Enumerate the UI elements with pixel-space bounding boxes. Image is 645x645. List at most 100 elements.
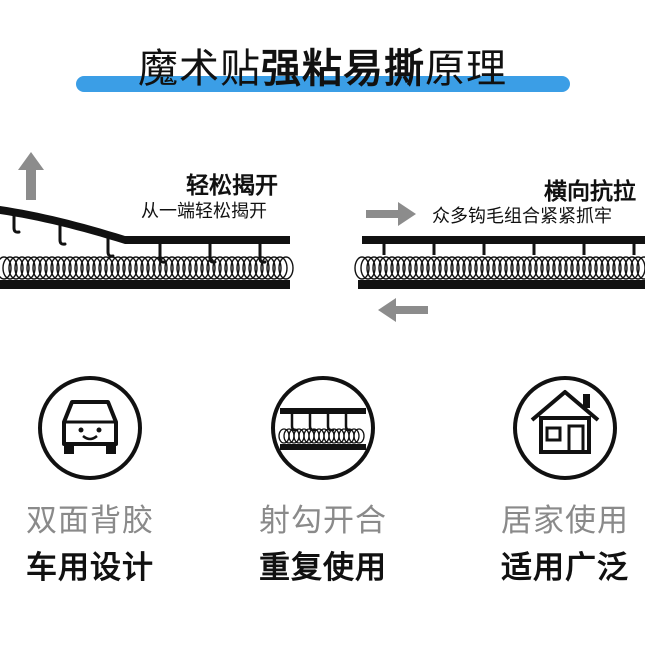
loop-fiber <box>2 256 18 280</box>
loop-fiber <box>224 256 240 280</box>
feature-car: 双面背胶 车用设计 <box>0 495 190 587</box>
loop-fiber <box>486 256 502 280</box>
loop-fiber <box>200 256 216 280</box>
loop-fiber <box>402 256 418 280</box>
loop-fiber <box>408 256 424 280</box>
loop-fiber <box>540 256 556 280</box>
loop-fiber <box>98 256 114 280</box>
loop-fiber <box>372 256 388 280</box>
loop-fiber <box>38 256 54 280</box>
loop-fiber <box>534 256 550 280</box>
loop-strip-left <box>0 255 294 289</box>
loop-fiber <box>278 256 294 280</box>
feature-reuse-line1: 射勾开合 <box>259 503 387 539</box>
loop-fiber <box>432 256 448 280</box>
loop-fiber <box>128 256 144 280</box>
loop-fiber <box>44 256 60 280</box>
loop-fiber <box>522 256 538 280</box>
loop-fiber <box>588 256 604 280</box>
loop-fiber <box>254 256 270 280</box>
loop-fiber <box>32 256 48 280</box>
hook-strip-right <box>362 236 645 244</box>
title-part-1: 魔术贴 <box>138 46 261 92</box>
loop-fiber <box>266 256 282 280</box>
loop-fiber <box>260 256 276 280</box>
feature-reuse: 射勾开合 重复使用 <box>223 495 423 587</box>
loop-fiber <box>612 256 628 280</box>
loop-fiber <box>212 256 228 280</box>
hook-fiber <box>106 236 115 258</box>
loop-fiber <box>462 256 478 280</box>
loop-fiber <box>158 256 174 280</box>
loop-fiber <box>378 256 394 280</box>
loop-fiber <box>456 256 472 280</box>
loop-fiber <box>14 256 30 280</box>
loop-fiber <box>56 256 72 280</box>
loop-fiber <box>26 256 42 280</box>
loop-fiber <box>110 256 126 280</box>
loop-fiber <box>558 256 574 280</box>
loop-fiber <box>0 256 12 280</box>
left-peel-diagram <box>0 152 294 289</box>
hook-loop-icon <box>271 376 375 480</box>
loop-fiber <box>20 256 36 280</box>
loop-fiber <box>62 256 78 280</box>
hook-fiber <box>12 212 21 234</box>
loop-fiber <box>134 256 150 280</box>
hook-strip-peeling <box>0 206 290 264</box>
hook-fiber <box>258 242 267 264</box>
loop-fiber <box>50 256 66 280</box>
loop-fiber <box>116 256 132 280</box>
loop-fiber <box>570 256 586 280</box>
loop-fiber <box>68 256 84 280</box>
loop-fiber <box>86 256 102 280</box>
car-icon <box>38 376 142 480</box>
house-icon <box>513 376 617 480</box>
loop-fiber <box>630 256 645 280</box>
loop-fiber <box>80 256 96 280</box>
loop-fiber <box>194 256 210 280</box>
title-part-2: 强粘易撕 <box>261 46 425 92</box>
loop-fiber <box>176 256 192 280</box>
right-pull-diagram <box>354 202 645 322</box>
loop-fiber <box>480 256 496 280</box>
loop-fiber <box>420 256 436 280</box>
loop-fiber <box>248 256 264 280</box>
loop-fiber <box>576 256 592 280</box>
loop-fiber <box>140 256 156 280</box>
loop-fiber <box>182 256 198 280</box>
page-title: 魔术贴强粘易撕原理 <box>0 36 645 94</box>
loop-fiber <box>504 256 520 280</box>
loop-fiber <box>164 256 180 280</box>
loop-fiber <box>218 256 234 280</box>
feature-reuse-line2: 重复使用 <box>259 550 387 586</box>
title-banner: 魔术贴强粘易撕原理 <box>0 28 645 98</box>
loop-fiber <box>474 256 490 280</box>
loop-fiber <box>606 256 622 280</box>
loop-fiber <box>546 256 562 280</box>
left-arrow-icon <box>378 298 428 322</box>
loop-fiber <box>516 256 532 280</box>
loop-fiber <box>390 256 406 280</box>
loop-fiber <box>618 256 634 280</box>
loop-fiber <box>492 256 508 280</box>
loop-fiber <box>236 256 252 280</box>
loop-fiber <box>360 256 376 280</box>
loop-fiber <box>510 256 526 280</box>
loop-fiber <box>366 256 382 280</box>
loop-fiber <box>414 256 430 280</box>
loop-fiber <box>450 256 466 280</box>
loop-fiber <box>272 256 288 280</box>
loop-fiber <box>636 256 645 280</box>
loop-fiber <box>624 256 640 280</box>
loop-fiber <box>552 256 568 280</box>
loop-fiber <box>242 256 258 280</box>
loop-fiber <box>594 256 610 280</box>
loop-fiber <box>146 256 162 280</box>
loop-fiber <box>122 256 138 280</box>
hook-fiber <box>158 242 167 264</box>
right-heading: 横向抗拉 <box>544 179 636 205</box>
loop-fiber <box>74 256 90 280</box>
feature-home-line2: 适用广泛 <box>501 550 629 586</box>
